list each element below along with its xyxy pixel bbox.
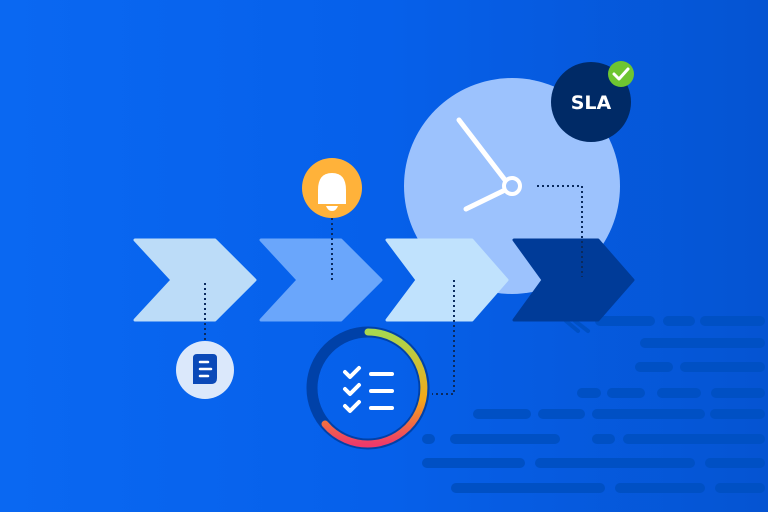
workflow-step-2 — [259, 238, 383, 322]
workflow-step-4 — [512, 238, 635, 322]
background-dashes — [422, 316, 765, 493]
workflow-step-3 — [385, 238, 509, 322]
checklist-progress-ring — [306, 326, 430, 450]
workflow-step-1 — [133, 238, 257, 322]
bell-icon — [302, 158, 362, 218]
sla-label: SLA — [571, 92, 612, 114]
dotted-connectors — [204, 185, 583, 395]
check-icon — [608, 61, 634, 87]
checklist-icon — [343, 366, 394, 413]
chat-icon — [176, 341, 234, 399]
